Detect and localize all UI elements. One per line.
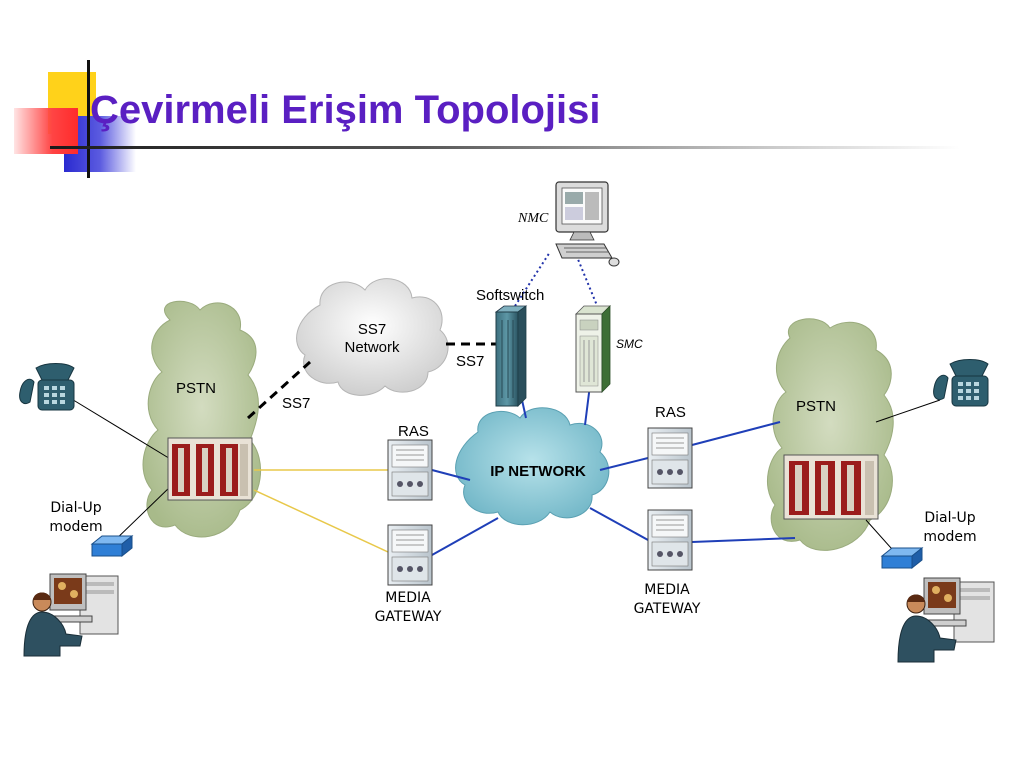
ras-left-ip-link [431, 469, 471, 481]
smc-server-icon [575, 305, 611, 393]
pstn-mg-link [253, 489, 389, 553]
links [69, 251, 941, 559]
ss7-right-label: SS7 [456, 353, 484, 370]
slide-title: Çevirmeli Erişim Topolojisi [90, 88, 601, 132]
ss7-network-cloud [296, 278, 449, 396]
corner-vline [87, 60, 90, 178]
server-rack-icon [387, 439, 433, 501]
workstation-icon [555, 181, 620, 267]
softswitch-tower-icon [494, 305, 528, 407]
modem-icon [90, 534, 134, 558]
ss7-left-label: SS7 [282, 395, 310, 412]
server-rack-icon [647, 427, 693, 489]
switch-cabinet-icon [783, 454, 879, 520]
telephone-icon [933, 359, 989, 407]
modem-left-link [109, 484, 173, 546]
nmc-softswitch-link [514, 251, 551, 307]
softswitch-ip-link [521, 399, 527, 419]
ss7-network-label-line1: SS7 [358, 321, 386, 338]
pstn-right-label: PSTN [796, 398, 836, 415]
dialup-left-label-line2: modem [49, 519, 102, 535]
phone-left-link [69, 397, 173, 461]
ip-network-cloud [455, 407, 610, 526]
dialup-left-label-line1: Dial-Up [50, 500, 101, 516]
ras-right-ip-link [599, 457, 649, 471]
ras-right-label: RAS [655, 404, 686, 421]
media-gateway-left-label-line1: MEDIA [385, 590, 431, 606]
nmc-smc-link [574, 251, 599, 309]
phone-right-link [875, 399, 941, 423]
mg-left-ip-link [431, 517, 499, 556]
media-gateway-right-label-line2: GATEWAY [634, 601, 701, 617]
modem-icon [880, 546, 924, 570]
computer-user-icon [23, 573, 119, 657]
server-rack-icon [647, 509, 693, 571]
media-gateway-left-label-line2: GATEWAY [375, 609, 442, 625]
ras-right-pstn-link [691, 421, 781, 446]
dialup-right-label-line1: Dial-Up [924, 510, 975, 526]
mg-right-pstn-link [691, 537, 796, 543]
ip-network-label: IP NETWORK [490, 463, 586, 480]
ras-left-label: RAS [398, 423, 429, 440]
pstn-left-cloud [142, 300, 262, 538]
ss7-network-label-line2: Network [344, 339, 400, 356]
server-rack-icon [387, 524, 433, 586]
pstn-left-label: PSTN [176, 380, 216, 397]
dialup-right-label-line2: modem [923, 529, 976, 545]
nmc-label: NMC [517, 211, 549, 226]
title-rule [50, 146, 960, 149]
telephone-icon [19, 363, 75, 411]
smc-label: SMC [616, 337, 643, 351]
media-gateway-right-label-line1: MEDIA [644, 582, 690, 598]
computer-user-icon [897, 577, 995, 663]
switch-cabinet-icon [167, 437, 253, 501]
mg-right-ip-link [589, 507, 649, 541]
softswitch-label: Softswitch [476, 287, 544, 304]
